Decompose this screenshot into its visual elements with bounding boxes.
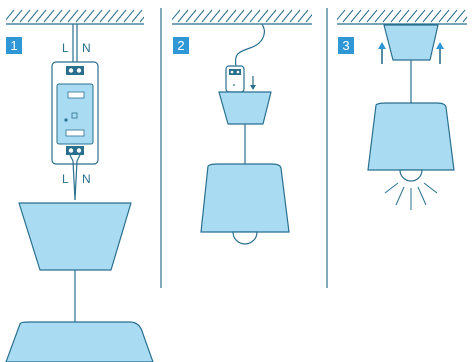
light-rays [384,182,438,210]
lamp-shade-icon [18,202,132,271]
lamp-shade-icon [200,163,290,233]
lamp-shade-icon [383,24,439,61]
light-bulb-icon [232,231,258,245]
step-number-badge: 3 [338,37,354,54]
lamp-shade-icon [218,91,272,125]
supply-wires [69,24,81,67]
neutral-wire-label: N [82,172,91,186]
smart-switch-module-icon [225,65,245,93]
arrow-down-icon [250,76,256,90]
live-wire-label: L [62,41,69,55]
neutral-wire-label: N [82,41,91,55]
step-number-badge: 2 [173,37,189,54]
ceiling-hatch-icon [337,9,467,25]
lamp-shade-icon [5,321,154,362]
cable-wire [234,23,265,67]
smart-switch-module-icon [51,61,99,165]
arrow-up-icon [436,42,444,64]
ceiling-hatch-icon [6,9,144,25]
ceiling-hatch-icon [172,9,312,25]
light-bulb-icon [399,169,423,182]
arrow-up-icon [378,42,386,64]
load-wires [69,154,81,201]
live-wire-label: L [62,172,69,186]
step-number-badge: 1 [6,37,22,54]
lamp-shade-icon [367,102,455,171]
